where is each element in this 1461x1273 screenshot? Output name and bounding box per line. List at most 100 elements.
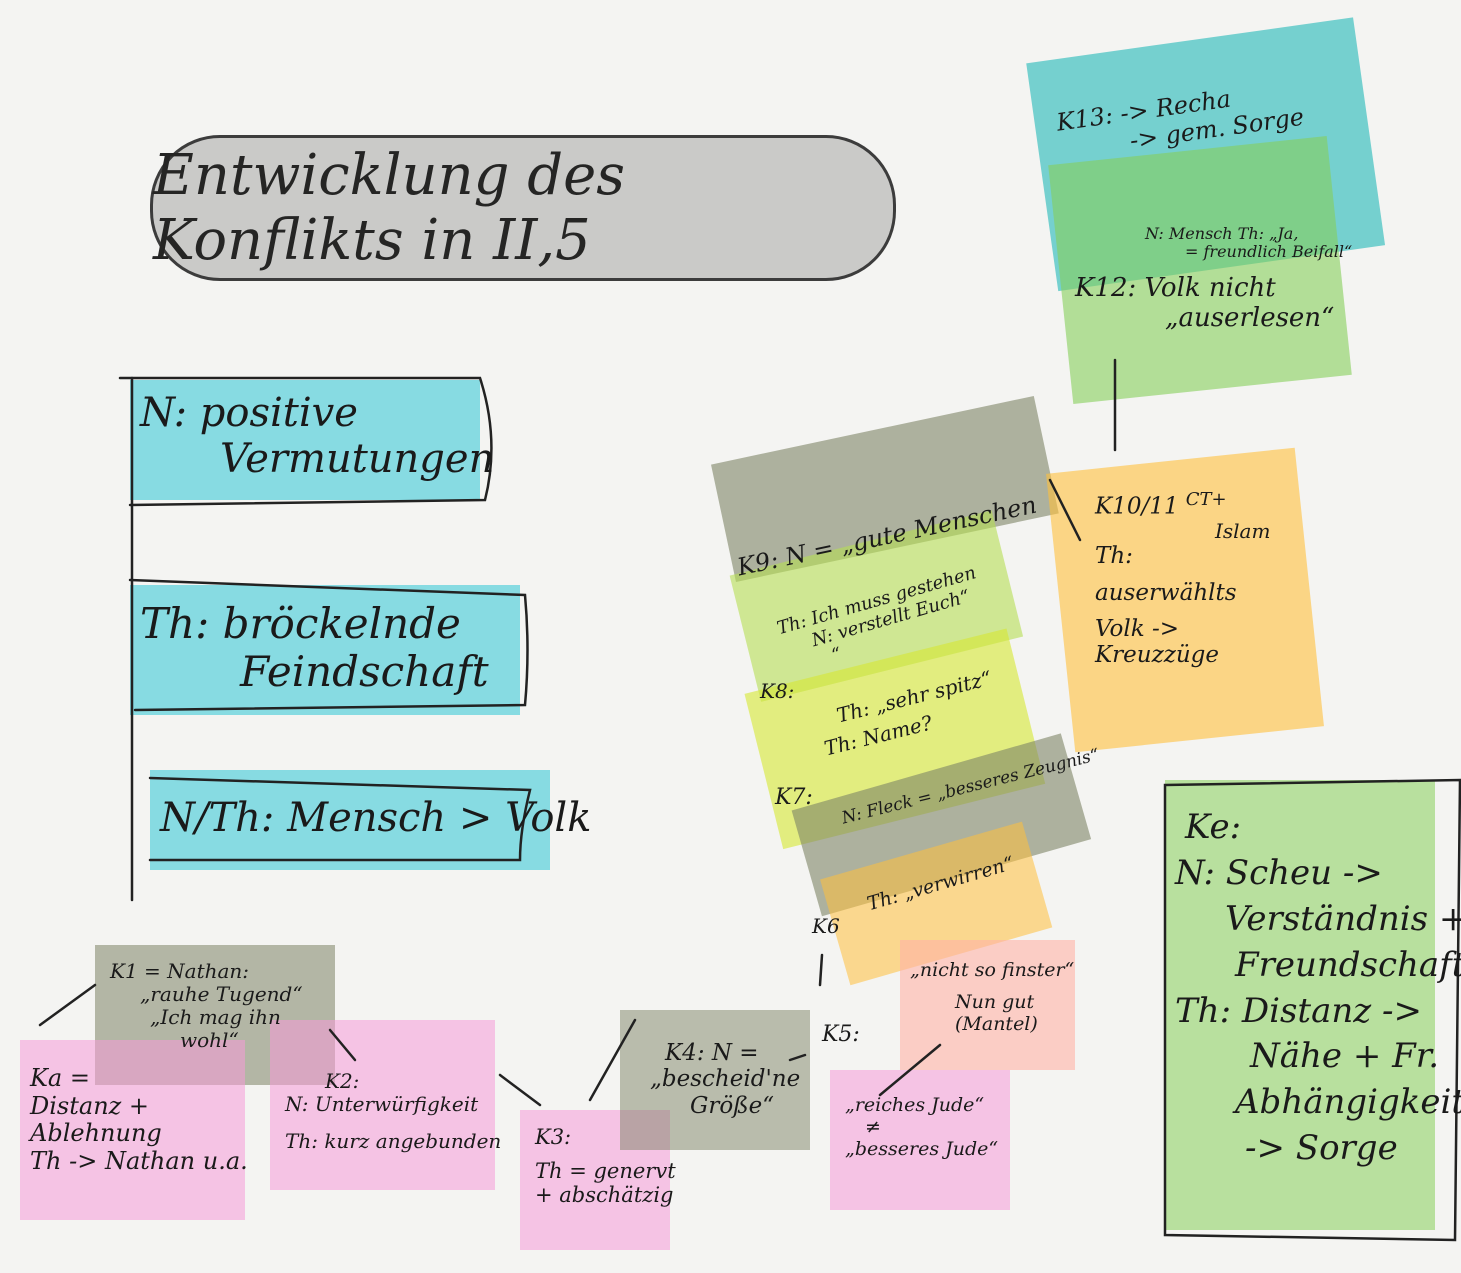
highlights (20, 17, 1435, 1250)
note-k12: N: Mensch Th: „Ja, = freundlich Beifall“… (1075, 224, 1353, 334)
note-k1: K1 = Nathan: „rauhe Tugend“ „Ich mag ihn… (110, 960, 303, 1052)
k10-line-2: Islam (1215, 519, 1271, 544)
hl-k2 (270, 1020, 495, 1190)
hl-k10 (1046, 447, 1324, 753)
hl-k5-bottom (830, 1070, 1010, 1210)
k5-top-line-3: (Mantel) (955, 1012, 1038, 1035)
note-ka: Ka = Distanz + Ablehnung Th -> Nathan u.… (30, 1064, 248, 1175)
k5-bottom-line-2: ≠ (865, 1115, 881, 1138)
k7-label: K7: (775, 785, 813, 810)
k3-line-2: Th = genervt (535, 1159, 676, 1184)
k5-top-line-2: Nun gut (955, 990, 1035, 1013)
note-k5-bottom: „reiches Jude“ ≠ „besseres Jude“ (845, 1094, 999, 1161)
k12-line-1: N: Mensch Th: „Ja, (1075, 224, 1352, 243)
note-k10-11: K10/11 CT+ Islam Th: auserwählts Volk ->… (1095, 489, 1271, 669)
k12-line-2: = freundlich Beifall“ (1185, 242, 1353, 262)
k12-line-3: K12: Volk nicht (1075, 272, 1276, 303)
ke-line-3: Verständnis + (1225, 898, 1461, 939)
k10-line-6: Kreuzzüge (1095, 642, 1219, 669)
box-mensch-volk: N/Th: Mensch > Volk (160, 795, 591, 841)
ke-line-6: Nähe + Fr. (1250, 1036, 1440, 1077)
hl-mensch-volk (150, 770, 550, 870)
hl-k4 (620, 1010, 810, 1150)
box-feindschaft-line-2: Feindschaft (240, 647, 489, 697)
box-feindschaft-line-1: Th: bröckelnde (140, 599, 461, 648)
arrow-k2-k3 (498, 1073, 542, 1107)
box-broeckelnde-feindschaft: Th: bröckelnde Feindschaft (140, 599, 489, 697)
ke-line-4: Freundschaft (1235, 944, 1461, 985)
hl-k12 (1048, 136, 1352, 404)
k1-line-2: „rauhe Tugend“ (140, 982, 303, 1006)
ka-line-3: Ablehnung (30, 1119, 162, 1148)
arrow-k3-k4 (588, 1018, 637, 1102)
box-ke-outline (1163, 778, 1461, 1242)
k5-bottom-line-1: „reiches Jude“ (845, 1094, 985, 1116)
hl-ka (20, 1040, 245, 1220)
note-ke: Ke: N: Scheu -> Verständnis + Freundscha… (1175, 805, 1461, 1172)
box-positive-outline (118, 376, 493, 507)
box-mensch-line-1: N/Th: Mensch > Volk (160, 795, 592, 841)
page-title-text: Entwicklung des Konflikts in II,5 (153, 143, 626, 273)
k5-label: K5: (822, 1022, 860, 1047)
box-positive-line-2: Vermutungen (220, 436, 495, 482)
ke-line-2: N: Scheu -> (1175, 852, 1383, 893)
page-title: Entwicklung des Konflikts in II,5 (150, 135, 896, 281)
k10-ct: CT+ (1185, 489, 1227, 510)
ka-line-1: Ka = (30, 1064, 90, 1092)
note-k5-top: „nicht so finster“ Nun gut (Mantel) (910, 959, 1075, 1036)
ka-line-4: Th -> Nathan u.a. (30, 1146, 248, 1175)
note-k4: K4: N = „bescheid'ne Größe“ (650, 1040, 800, 1119)
k2-line-2: N: Unterwürfigkeit (285, 1092, 479, 1116)
k4-line-2: „bescheid'ne (650, 1066, 801, 1093)
k5-top-line-1: „nicht so finster“ (910, 959, 1075, 981)
arrow-k1-ka (38, 983, 97, 1027)
note-k3: K3: Th = genervt + abschätzig (535, 1125, 676, 1207)
note-k8-label: K8: (760, 680, 794, 703)
box-positive-vermutungen: N: positive Vermutungen (140, 390, 494, 482)
arrow-k4-k5 (788, 1053, 807, 1062)
k6-label: K6 (812, 914, 840, 938)
note-k7-label: K7: (775, 785, 813, 810)
note-k2: K2: N: Unterwürfigkeit Th: kurz angebund… (285, 1070, 501, 1153)
k10-line-5: Volk -> (1095, 615, 1179, 642)
ke-line-5: Th: Distanz -> (1175, 990, 1422, 1031)
k1-line-3: „Ich mag ihn (150, 1005, 281, 1029)
k12-n: N: Mensch (1145, 224, 1233, 243)
k2-line-3: Th: kurz angebunden (285, 1129, 502, 1153)
k1-line-4: wohl“ (180, 1028, 239, 1052)
arrow-k5-k6 (818, 953, 824, 987)
k12-th: Th: „Ja, (1237, 224, 1299, 243)
hl-ke (1165, 780, 1435, 1230)
hl-k5-top (900, 940, 1075, 1070)
hl-k6-th (820, 821, 1053, 986)
box-positive-line-1: N: positive (140, 390, 358, 436)
note-k5-label: K5: (822, 1022, 860, 1047)
k10-line-4: auserwählts (1095, 579, 1237, 606)
connectors (38, 358, 1461, 1242)
k1-line-1: K1 = Nathan: (110, 959, 250, 983)
arrow-k5-bottom-top (878, 1043, 942, 1097)
k4-line-1: K4: N = (665, 1040, 759, 1066)
hl-feindschaft (130, 585, 520, 715)
k12-line-4: „auserlesen“ (1165, 302, 1335, 333)
note-k6-label: K6 (812, 915, 840, 938)
k5-bottom-line-3: „besseres Jude“ (845, 1137, 999, 1160)
arrow-k1-k2 (328, 1028, 357, 1062)
ka-line-2: Distanz + (30, 1091, 150, 1120)
ke-line-8: -> Sorge (1245, 1128, 1398, 1169)
k4-line-3: Größe“ (690, 1092, 774, 1119)
hl-k9 (711, 395, 1059, 582)
k8-label: K8: (760, 679, 795, 703)
box-mensch-outline (148, 776, 532, 862)
ke-line-7: Abhängigkeit (1235, 1082, 1461, 1123)
k10-line-1: K10/11 CT+ (1095, 489, 1270, 520)
k10-label: K10/11 (1095, 493, 1179, 520)
hl-positive (130, 380, 480, 500)
k3-line-1: K3: (535, 1125, 572, 1149)
k10-line-3: Th: (1095, 543, 1133, 570)
ke-line-1: Ke: (1185, 807, 1242, 847)
box-feindschaft-outline (128, 578, 529, 712)
k2-line-1: K2: (325, 1069, 360, 1093)
k3-line-3: + abschätzig (535, 1183, 674, 1208)
